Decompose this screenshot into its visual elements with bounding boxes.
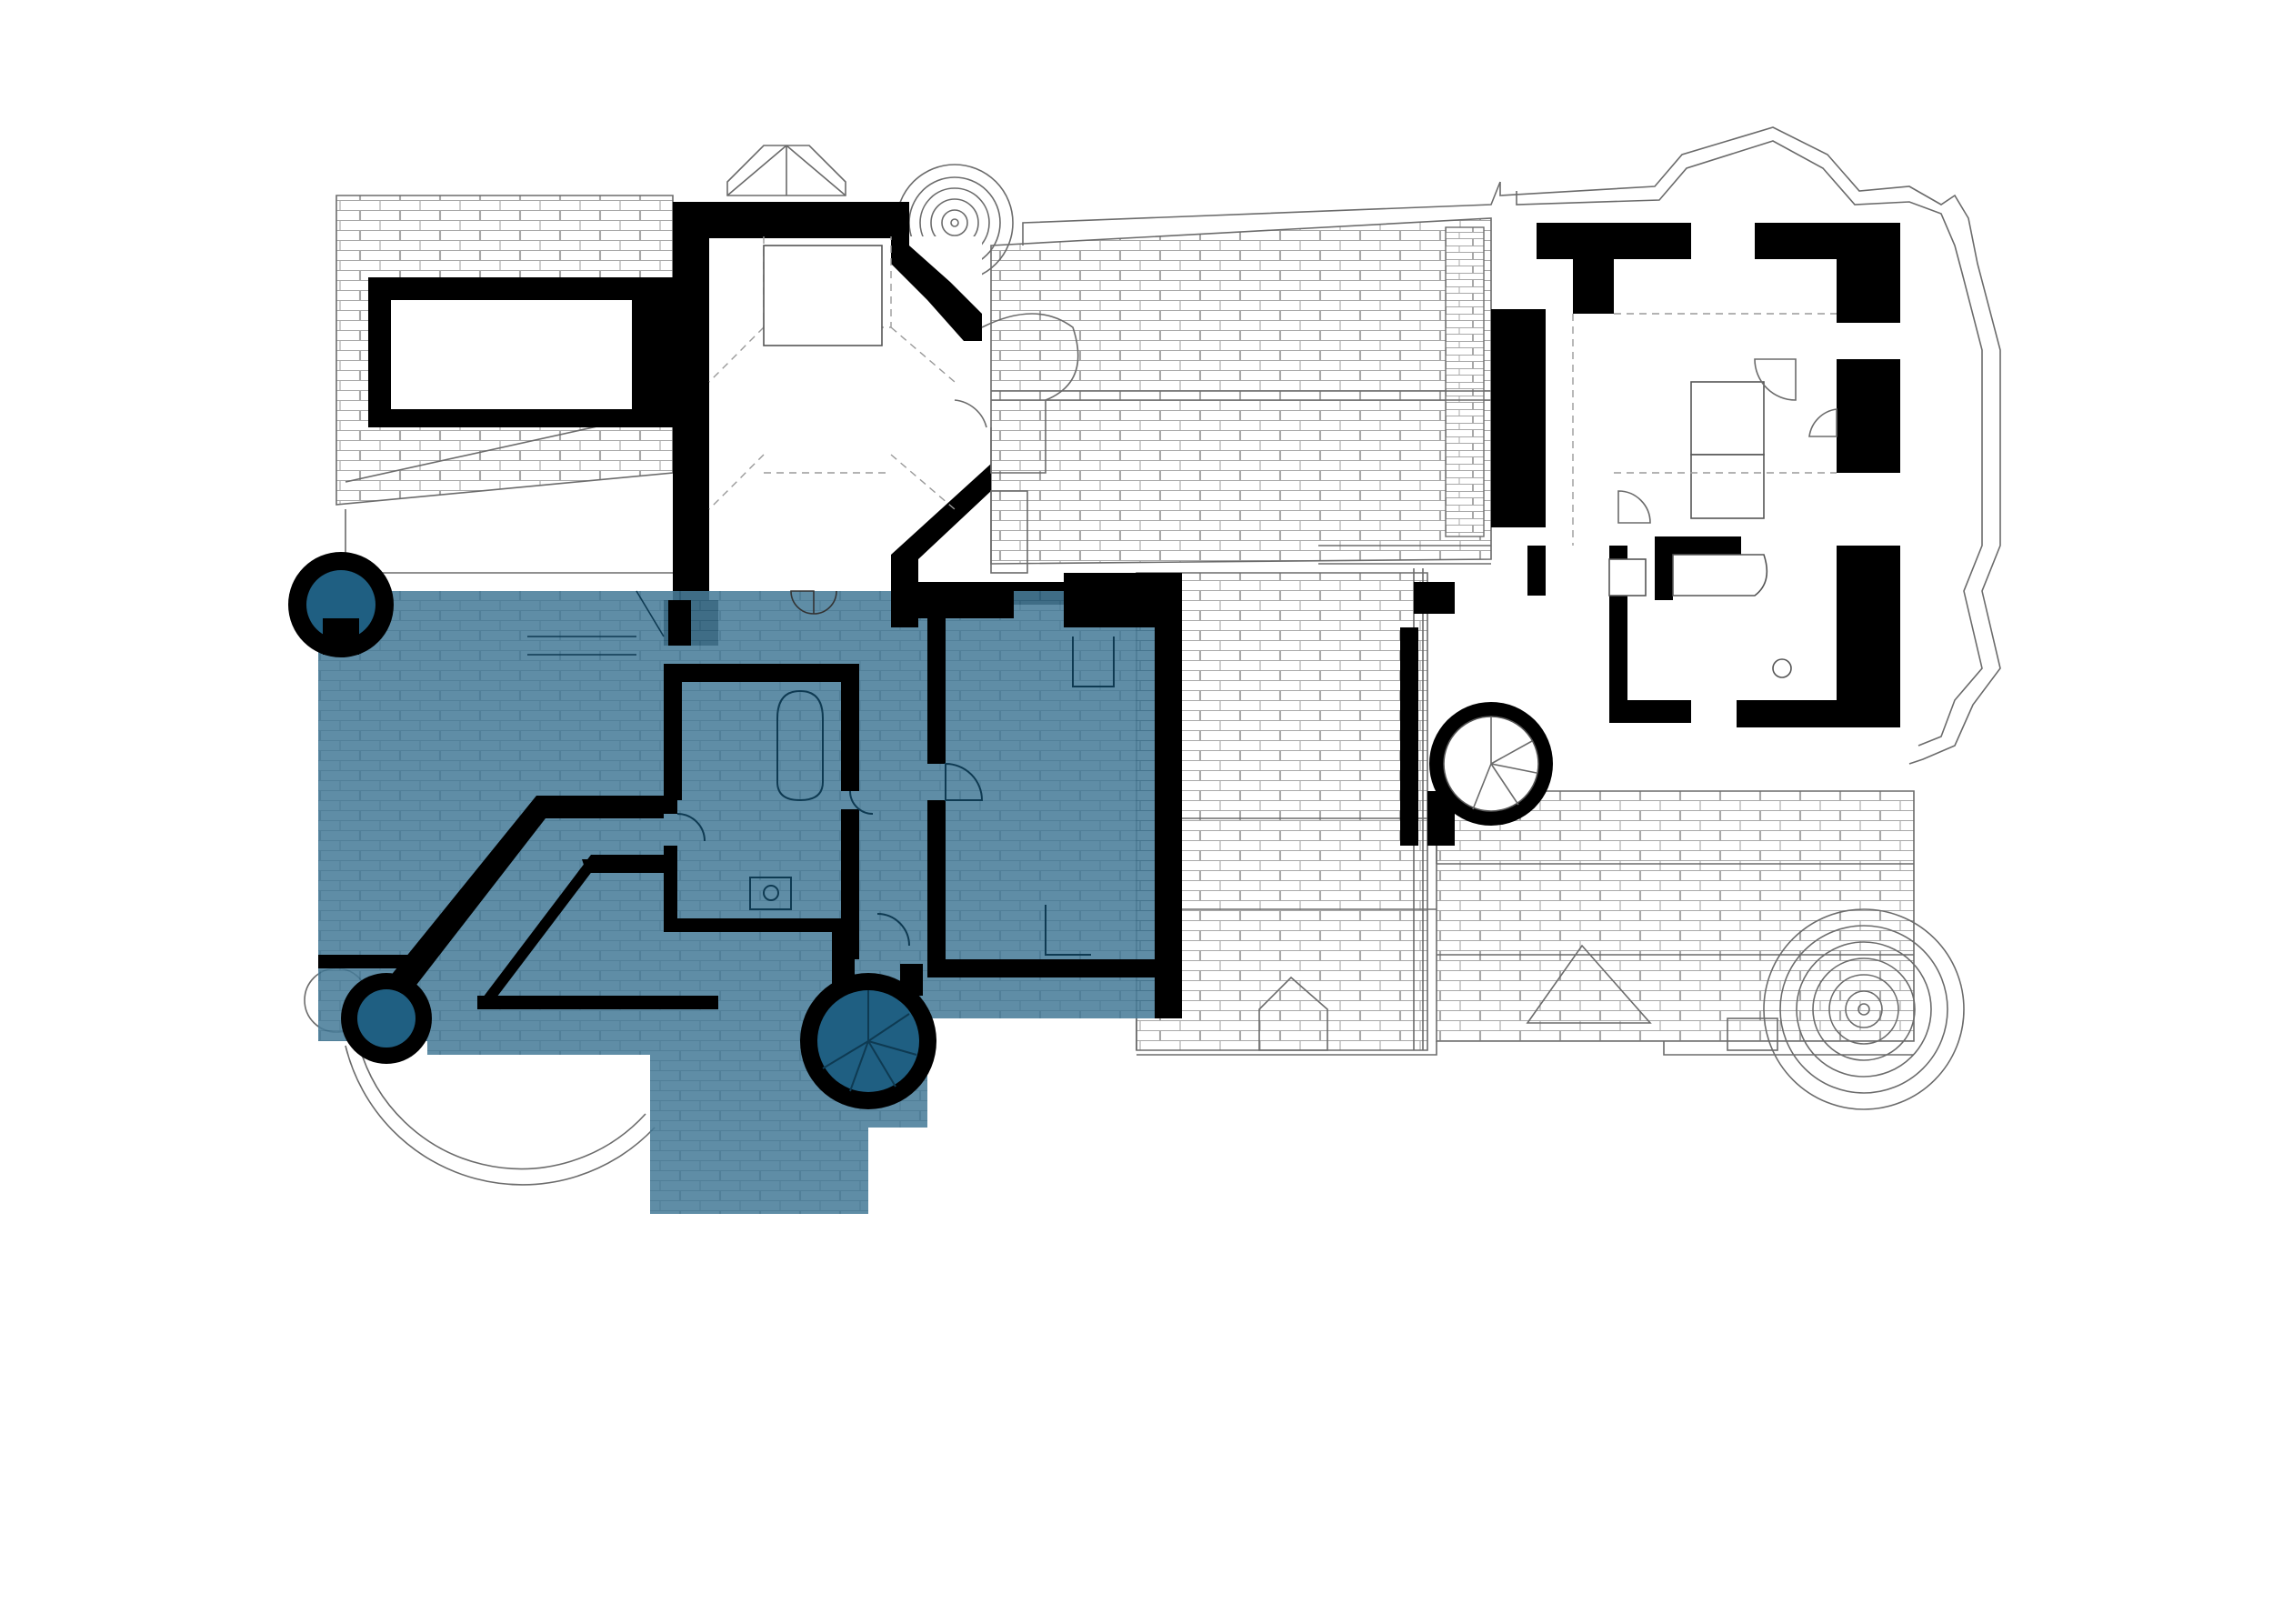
- paving-bottom-right: [1436, 790, 1915, 1042]
- turret-bottom-right: [1763, 908, 1965, 1110]
- paving-strip: [1445, 226, 1485, 537]
- garden-arc: [345, 1045, 656, 1186]
- highlighted-wing: [288, 552, 1182, 1214]
- garden-arc-inner: [358, 1045, 646, 1170]
- right-building: [1400, 223, 1914, 846]
- gable-marks: [1258, 944, 1652, 1051]
- wing-east-walls: [1036, 964, 1182, 1018]
- octagon-top: [726, 145, 846, 196]
- low-wall-right: [1727, 1018, 1778, 1051]
